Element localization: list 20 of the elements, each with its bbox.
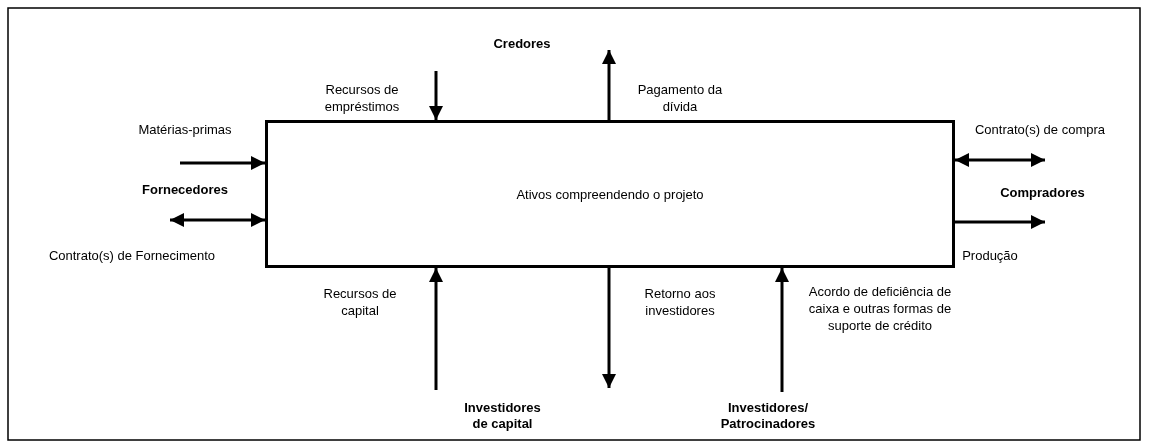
arrow <box>775 268 789 392</box>
arrow <box>955 153 1045 167</box>
edge-label: Matérias-primas <box>138 122 232 139</box>
edge-label: Contrato(s) de Fornecimento <box>48 248 216 265</box>
arrow <box>180 156 265 170</box>
arrow <box>955 215 1045 229</box>
arrow <box>429 71 443 120</box>
arrow <box>429 268 443 390</box>
arrow <box>602 50 616 120</box>
party-label: Fornecedores <box>141 182 229 199</box>
party-label: Investidores/ Patrocinadores <box>719 400 817 433</box>
arrow <box>170 213 265 227</box>
box-label: Ativos compreendendo o projeto <box>516 186 704 202</box>
arrow <box>602 268 616 388</box>
party-label: Investidores de capital <box>463 400 542 433</box>
edge-label: Contrato(s) de compra <box>974 122 1106 139</box>
party-label: Credores <box>492 36 552 53</box>
edge-label: Produção <box>962 248 1018 265</box>
party-label: Compradores <box>999 185 1086 202</box>
process-box <box>265 120 955 268</box>
